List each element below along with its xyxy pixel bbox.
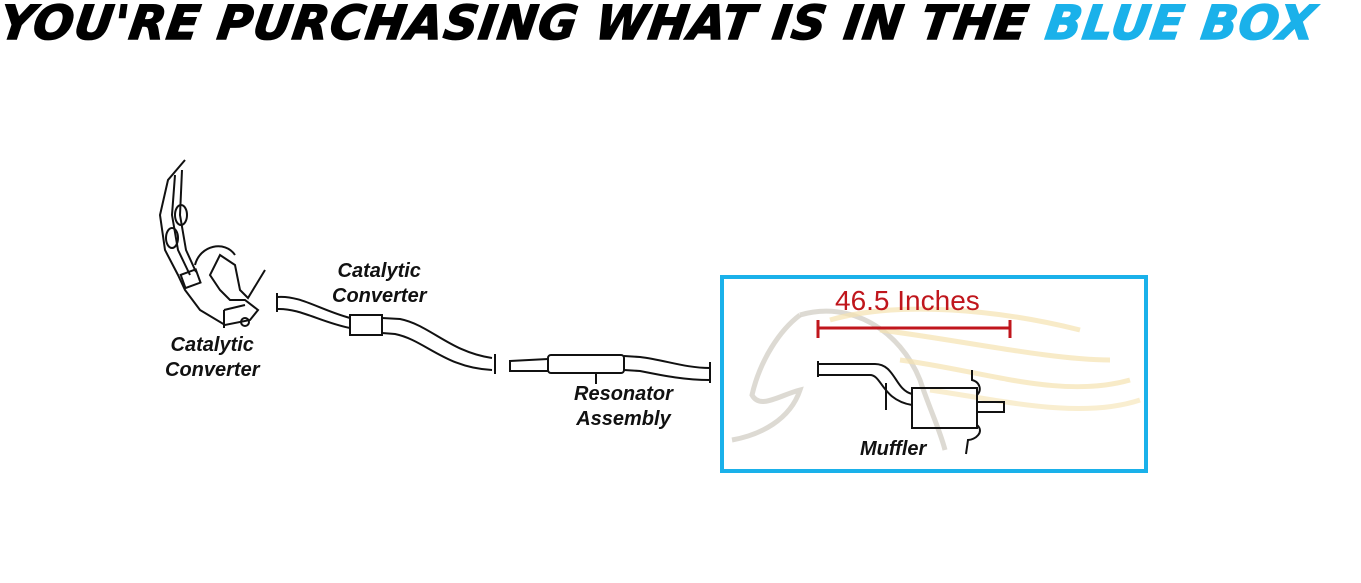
blue-box xyxy=(720,275,1148,473)
muffler-drawing xyxy=(817,361,1005,455)
dimension-line xyxy=(816,320,1012,338)
label-line: Assembly xyxy=(576,408,671,430)
catalytic-converter-label-1: Catalytic Converter xyxy=(165,333,259,383)
resonator-assembly xyxy=(509,354,711,384)
front-pipe xyxy=(276,293,496,374)
catalytic-converter-shape xyxy=(349,314,383,336)
label-line: Catalytic xyxy=(170,334,254,356)
label-line: Converter xyxy=(165,359,260,381)
label-line: Resonator xyxy=(574,383,673,405)
manifold-catalytic-converter xyxy=(158,159,266,328)
muffler-label: Muffler xyxy=(860,438,927,460)
label-line: Converter xyxy=(332,285,427,307)
horse-watermark xyxy=(731,306,1141,451)
resonator-assembly-label: Resonator Assembly xyxy=(574,382,673,432)
dimension-label: 46.5 Inches xyxy=(835,285,980,316)
label-line: Catalytic xyxy=(337,260,421,282)
catalytic-converter-label-2: Catalytic Converter xyxy=(332,259,426,309)
